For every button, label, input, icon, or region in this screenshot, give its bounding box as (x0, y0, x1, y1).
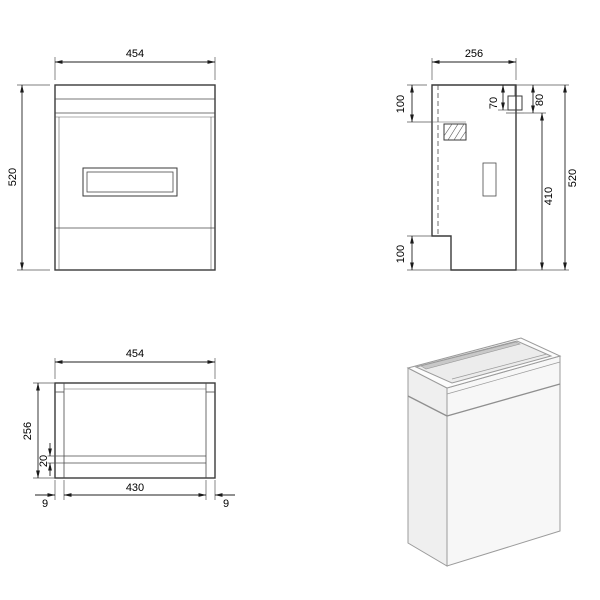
hanging-rail-fitting (506, 85, 524, 114)
basin-slot (420, 341, 521, 370)
plan-cabinet-outline (54, 382, 216, 479)
front-band-line (446, 383, 561, 417)
dimension-side-height: 520 (516, 84, 579, 271)
side-band-line (407, 395, 448, 417)
dimension-bracket-inset: 70 (488, 84, 508, 111)
plan-right-panel-label: 9 (223, 498, 229, 510)
plan-inner-width-label: 430 (126, 482, 144, 494)
dimension-front-width: 454 (54, 48, 216, 80)
side-depth-label: 256 (465, 48, 483, 60)
cabinet-side-face (407, 367, 448, 567)
dimension-plan-width: 454 (54, 348, 216, 379)
side-bottom-offset-label: 100 (395, 245, 407, 263)
dimension-side-bottom-offset: 100 (395, 235, 451, 271)
dimension-plan-left-panel: 9 (35, 480, 56, 510)
wall-mounting-bracket (443, 123, 467, 141)
plan-view: 454 256 20 430 9 9 (22, 348, 235, 510)
dimension-side-depth: 256 (431, 48, 517, 80)
interior-ledge-line (451, 353, 548, 380)
cabinet-front-face (446, 355, 561, 567)
dimension-plan-right-panel: 9 (214, 480, 235, 510)
front-width-label: 454 (126, 48, 144, 60)
dimension-side-top-offset: 100 (395, 84, 432, 123)
side-cabinet-outline (431, 84, 517, 271)
side-height-label: 520 (567, 169, 579, 187)
bracket-inset-label: 70 (488, 97, 500, 109)
perspective-view (406, 337, 562, 567)
dimension-plan-front-rim: 20 (38, 443, 64, 476)
dimension-plan-inner-width: 430 (63, 480, 207, 500)
dimension-bracket-drop: 80 (516, 84, 569, 114)
side-top-offset-label: 100 (395, 95, 407, 113)
handle-recess (82, 167, 178, 197)
side-inner-height-label: 410 (543, 187, 555, 205)
front-cabinet-outline (54, 84, 216, 271)
bracket-drop-label: 80 (534, 94, 546, 106)
dimension-plan-depth: 256 (22, 382, 55, 479)
front-top-edge-line (446, 361, 561, 395)
dimension-front-height: 520 (7, 84, 50, 271)
front-height-label: 520 (7, 168, 19, 186)
plan-width-label: 454 (126, 348, 144, 360)
plan-front-rim-label: 20 (38, 455, 50, 467)
side-view: 256 100 70 80 410 520 (395, 48, 579, 271)
plan-left-panel-label: 9 (42, 498, 48, 510)
top-opening (414, 340, 553, 384)
plan-depth-label: 256 (22, 422, 34, 440)
dimension-side-inner-height: 410 (540, 112, 555, 271)
front-view: 454 520 (7, 48, 216, 271)
